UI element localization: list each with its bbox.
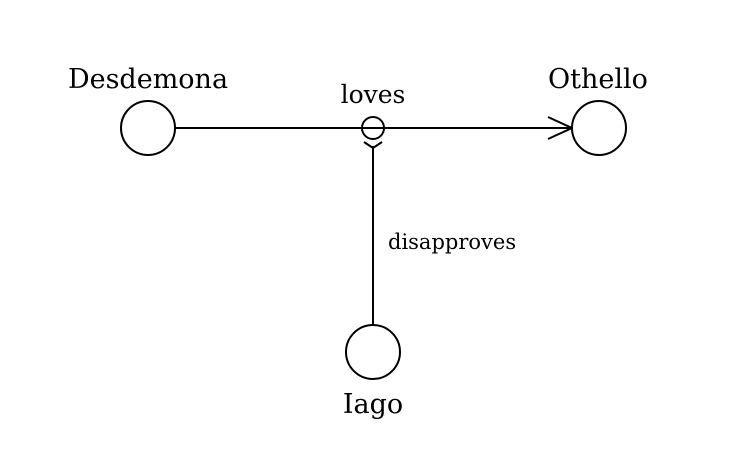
desdemona-label: Desdemona bbox=[68, 64, 228, 95]
iago-label: Iago bbox=[343, 389, 403, 420]
loves-label: loves bbox=[341, 80, 406, 109]
othello-node bbox=[571, 100, 627, 156]
othello-label: Othello bbox=[548, 64, 648, 95]
disapproves-arrowhead bbox=[363, 141, 383, 150]
desdemona-node bbox=[120, 100, 176, 156]
iago-node bbox=[345, 324, 401, 380]
disapproves-label: disapproves bbox=[388, 230, 516, 254]
